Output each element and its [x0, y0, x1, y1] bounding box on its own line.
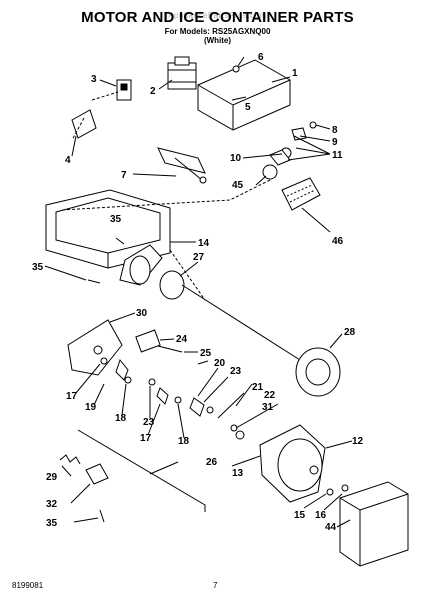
- callout-4: 4: [65, 155, 71, 166]
- callout-7: 7: [121, 170, 127, 181]
- callout-13: 13: [232, 468, 244, 479]
- callout-15: 15: [294, 510, 306, 521]
- callout-14: 14: [198, 238, 210, 249]
- page-number: 7: [213, 581, 218, 590]
- callout-22: 22: [264, 390, 276, 401]
- callout-44: 44: [325, 522, 337, 533]
- callout-8: 8: [332, 125, 338, 136]
- callout-16: 16: [315, 510, 327, 521]
- callout-21: 21: [252, 382, 264, 393]
- callout-18b: 18: [178, 436, 190, 447]
- callout-18: 18: [115, 413, 127, 424]
- callout-23: 23: [143, 417, 155, 428]
- callout-24: 24: [176, 334, 188, 345]
- page-title: MOTOR AND ICE CONTAINER PARTS: [81, 9, 354, 26]
- callout-19: 19: [85, 402, 97, 413]
- callout-29: 29: [46, 472, 58, 483]
- doc-number: 8199081: [12, 581, 44, 590]
- callout-45: 45: [232, 180, 244, 191]
- callout-17b: 17: [140, 433, 152, 444]
- part-callouts: 1 2 3 4 5 6 7 8 9 10 11 12 13 14 15 16 1…: [32, 52, 364, 533]
- callout-27: 27: [193, 252, 205, 263]
- callout-28: 28: [344, 327, 356, 338]
- callout-32: 32: [46, 499, 58, 510]
- callout-6: 6: [258, 52, 264, 63]
- callout-5: 5: [245, 102, 251, 113]
- callout-25: 25: [200, 348, 212, 359]
- callout-35a: 35: [110, 214, 122, 225]
- callout-35b: 35: [32, 262, 44, 273]
- callout-2: 2: [150, 86, 156, 97]
- callout-20: 20: [214, 358, 226, 369]
- color-line: (White): [203, 36, 232, 45]
- callout-46: 46: [332, 236, 344, 247]
- callout-11: 11: [332, 150, 343, 161]
- callout-12: 12: [352, 436, 364, 447]
- callout-17: 17: [66, 391, 78, 402]
- callout-35c: 35: [46, 518, 58, 529]
- callout-31: 31: [262, 402, 274, 413]
- callout-26: 26: [206, 457, 218, 468]
- callout-30: 30: [136, 308, 148, 319]
- models-line: For Models: RS25AGXNQ00: [164, 27, 271, 36]
- callout-3: 3: [91, 74, 97, 85]
- callout-1: 1: [292, 68, 298, 79]
- callout-9: 9: [332, 137, 338, 148]
- callout-10: 10: [230, 153, 242, 164]
- callout-23b: 23: [230, 366, 242, 377]
- watermark: AppliancePartsPros.com: [168, 11, 267, 20]
